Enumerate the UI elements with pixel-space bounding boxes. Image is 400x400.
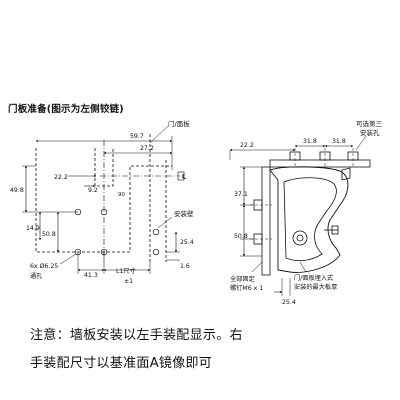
left-view-text: 59.7 27.2 门/面板 22.2 9.2 49.8 90 ℄ 14.9 5… xyxy=(10,119,194,285)
hinge-body-inner xyxy=(283,177,337,262)
third-hole-label-1: 可选第三 xyxy=(356,119,383,128)
hole-spec-line2: 通孔 xyxy=(30,272,42,280)
hole xyxy=(152,228,160,236)
right-view-text: 22.2 31.8 31.8 可选第三 安装孔 37.1 50.8 全部固定 螺… xyxy=(230,119,383,306)
hole-callout-leader xyxy=(59,253,77,265)
dim-l1: L1尺寸 xyxy=(116,267,136,275)
r-dim-31-8b: 31.8 xyxy=(332,138,346,145)
max-thick-leader xyxy=(299,261,307,273)
right-view xyxy=(229,135,371,296)
r-dim-25-4: 25.4 xyxy=(282,299,296,306)
dim-27-2: 27.2 xyxy=(140,145,154,152)
r-dim-37-1: 37.1 xyxy=(234,191,248,198)
hinge-pivot xyxy=(292,230,308,246)
dim-22-2: 22.2 xyxy=(54,174,68,181)
third-hole-label-2: 安装孔 xyxy=(360,128,380,137)
mounting-holes xyxy=(74,208,160,256)
hole xyxy=(74,208,82,216)
mount-wall-label: 安装壁 xyxy=(174,209,194,218)
fix-screws-label-1: 全部固定 xyxy=(230,275,255,283)
left-view xyxy=(22,125,185,274)
dim-59-7: 59.7 xyxy=(130,133,144,140)
hinge-lip xyxy=(177,171,185,181)
cl-mark: ℄ xyxy=(182,173,187,181)
top-plate xyxy=(269,159,371,168)
hole xyxy=(100,208,108,216)
fix-screws-label-2: 螺钉M6 x 1 xyxy=(230,284,263,292)
dim-41-3: 41.3 xyxy=(84,272,98,279)
top-bolts xyxy=(289,148,359,168)
dim-49-8: 49.8 xyxy=(10,187,24,194)
panel-outline-dashed xyxy=(35,148,172,253)
dim-50-8: 50.8 xyxy=(42,231,56,238)
door-panel-label: 门/面板 xyxy=(168,119,190,128)
dim-1-6: 1.6 xyxy=(180,263,190,270)
dim-9-2: 9.2 xyxy=(88,187,98,194)
r-dim-50-8: 50.8 xyxy=(234,233,248,240)
angle-90: 90 xyxy=(118,192,125,198)
side-bolts xyxy=(250,199,272,245)
dim-25-4: 25.4 xyxy=(180,239,194,246)
r-dim-31-8a: 31.8 xyxy=(303,138,317,145)
hole-spec-line1: 6x Ø6.25 xyxy=(30,262,58,270)
dim-l1-tolerance: ±1 xyxy=(124,278,133,285)
hole xyxy=(152,248,160,256)
note-line-1: 注意：墙板安装以左手装配显示。右 xyxy=(30,328,243,343)
wall-plate xyxy=(261,166,271,276)
max-thick-label-1: 门/面板埋入式 xyxy=(294,274,333,282)
drawing-title: 门板准备(图示为左侧铰链) xyxy=(8,104,124,115)
door-plate xyxy=(341,167,351,181)
dim-14-9: 14.9 xyxy=(26,225,40,232)
note-line-2: 手装配尺寸以基准面A镜像即可 xyxy=(30,356,213,371)
fix-screws-leader xyxy=(251,261,263,273)
door-panel-leader xyxy=(149,125,169,144)
mount-wall-leader xyxy=(157,216,173,229)
r-dim-22-2: 22.2 xyxy=(240,142,254,149)
max-thick-label-2: 安装的最大板厚 xyxy=(294,283,337,291)
third-hole-leader xyxy=(355,135,367,151)
hinge-body-outer xyxy=(269,166,349,273)
